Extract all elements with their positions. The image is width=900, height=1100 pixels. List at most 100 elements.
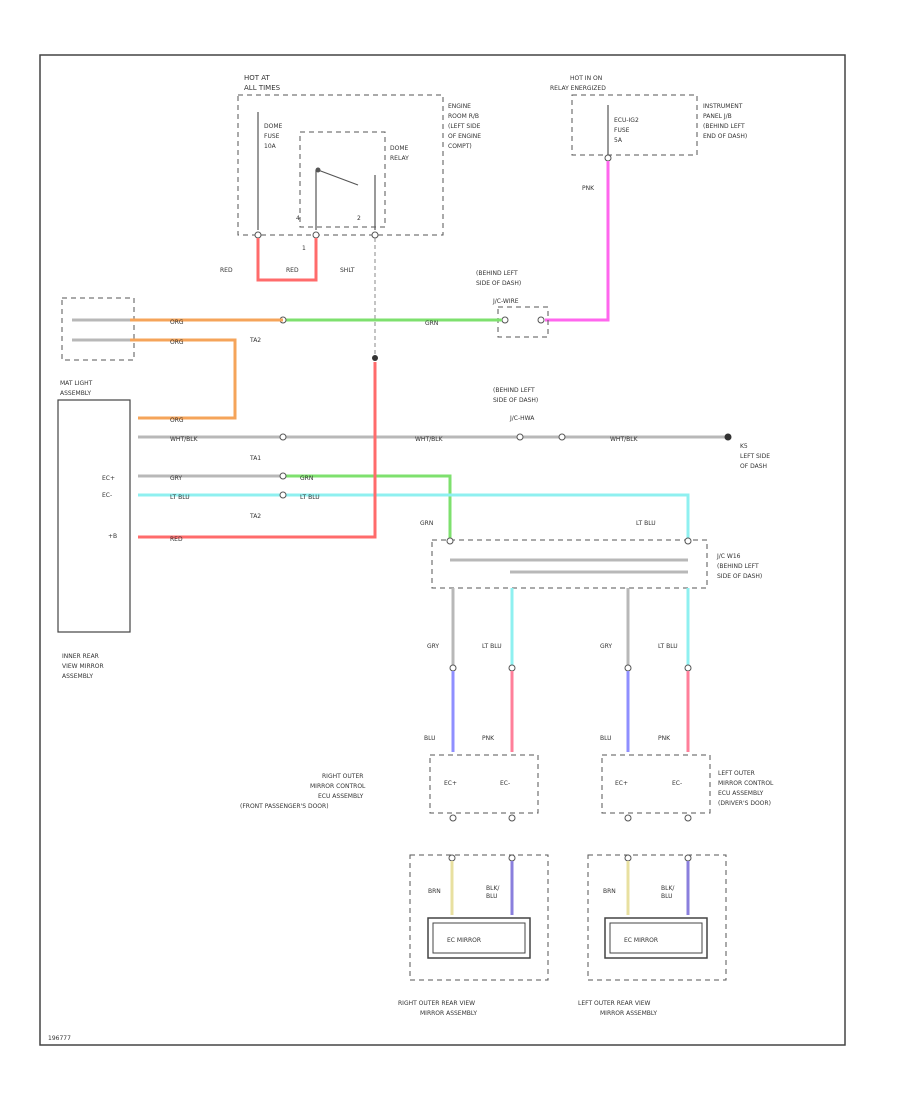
ta1-tag-top: TA1 — [249, 455, 261, 462]
red-wire-label-1: RED — [220, 267, 233, 274]
right-ec-mirror-inner — [432, 922, 526, 954]
ltblu-wire-label-4: LT BLU — [482, 643, 502, 650]
gry-wire-label-3: GRY — [600, 643, 612, 650]
whtblk-conn-3 — [558, 433, 566, 441]
jc-wire-pin-b — [537, 316, 545, 324]
ecu-minus-label: EC- — [102, 492, 112, 499]
behind-left-label-4: SIDE OF DASH) — [493, 397, 538, 404]
junction-label-1: J/C-WIRE — [492, 298, 519, 305]
jc-w16-box — [431, 539, 708, 589]
orange-wire-label-2: ORG — [170, 339, 184, 346]
right-ec-mirror-label: EC MIRROR — [447, 937, 481, 944]
shield-splice — [372, 355, 378, 361]
instrument-panel-jb-box — [571, 94, 698, 156]
behind-left-label-3: (BEHIND LEFT — [493, 387, 535, 394]
green-wire-label-3: GRN — [420, 520, 433, 527]
jc-wire-pin-a — [501, 316, 509, 324]
whtblk-conn-2 — [516, 433, 524, 441]
ec-plus-conn — [279, 472, 287, 480]
drop-conn-2 — [508, 664, 516, 672]
eng-conn-3 — [371, 231, 379, 239]
dome-relay-label-1: DOME — [390, 145, 409, 152]
right-ec-mirror-outer — [427, 917, 531, 959]
ground-id-label: K5 — [740, 443, 748, 450]
right-mirror-box — [409, 854, 549, 981]
relay-contact-dot — [315, 167, 321, 173]
inner-mirror-box — [57, 399, 131, 633]
eng-conn-1 — [254, 231, 262, 239]
pnk-wire-label-2: PNK — [658, 735, 671, 742]
left-mirror-label-1: LEFT OUTER REAR VIEW — [578, 1000, 651, 1007]
ltblu-wire-label-5: LT BLU — [658, 643, 678, 650]
mat-light-label-2: ASSEMBLY — [60, 390, 91, 397]
relay-pin-2: 2 — [357, 215, 361, 222]
left-ecu-label-3: ECU ASSEMBLY — [718, 790, 764, 797]
ip-jb-label-3: (BEHIND LEFT — [703, 123, 745, 130]
blu-wire-label-2: BLU — [600, 735, 612, 742]
behind-left-label-2: SIDE OF DASH) — [476, 280, 521, 287]
right-ecu-label-1: RIGHT OUTER — [322, 773, 363, 780]
ground-loc-label-2: OF DASH — [740, 463, 767, 470]
mat-light-label-1: MAT LIGHT — [60, 380, 93, 387]
engine-room-rb-box — [237, 94, 444, 236]
ig-label: +B — [108, 533, 117, 540]
ecu-plus-label: EC+ — [102, 475, 115, 482]
right-ecu-ec-plus: EC+ — [444, 780, 457, 787]
orange-wire-2 — [130, 338, 237, 420]
gry-wire-label-1: GRY — [170, 475, 182, 482]
shield-wire-label: SHLT — [340, 267, 355, 274]
inner-mirror-label-1: INNER REAR — [62, 653, 99, 660]
inner-mirror-label-3: ASSEMBLY — [62, 673, 93, 680]
left-ec-mirror-label: EC MIRROR — [624, 937, 658, 944]
junction-label-2: J/C-HWA — [509, 415, 535, 422]
ground-point — [724, 433, 732, 441]
hot-ig-label: HOT IN ON — [570, 75, 602, 82]
orange-wire-label-1: ORG — [170, 319, 184, 326]
ip-jb-conn — [604, 154, 612, 162]
whtblk-conn-1 — [279, 433, 287, 441]
drop-conn-1 — [449, 664, 457, 672]
engine-room-label-3: (LEFT SIDE — [448, 123, 481, 130]
behind-left-label-1: (BEHIND LEFT — [476, 270, 518, 277]
dome-fuse-label: DOME — [264, 123, 283, 130]
right-ecu-ec-minus: EC- — [500, 780, 510, 787]
red-wire-label-2: RED — [286, 267, 299, 274]
ec-minus-conn — [279, 491, 287, 499]
ltblu-wire-label-2: LT BLU — [300, 494, 320, 501]
left-blkblu-label: BLK/ — [661, 885, 675, 892]
left-ecu-label-1: LEFT OUTER — [718, 770, 755, 777]
left-ecu-label-2: MIRROR CONTROL — [718, 780, 774, 787]
green-wire-ec-plus — [286, 474, 452, 538]
relay-pin-1: 1 — [302, 245, 306, 252]
ltblu-wire-ec-minus — [138, 493, 690, 538]
ecu-ig2-label: ECU-IG2 — [614, 117, 639, 124]
gry-wire-label-2: GRY — [427, 643, 439, 650]
jc-w16-top-left — [446, 537, 454, 545]
engine-room-label-4: OF ENGINE — [448, 133, 481, 140]
drop-conn-3 — [624, 664, 632, 672]
right-ecu-box — [429, 754, 539, 814]
green-wire-label-1: GRN — [425, 320, 438, 327]
ecu-ig2-amp: 5A — [614, 137, 623, 144]
red-ig-wire — [138, 362, 377, 539]
engine-room-label-1: ENGINE — [448, 103, 471, 110]
right-ecu-label-4: (FRONT PASSENGER'S DOOR) — [240, 803, 329, 810]
drop-conn-4 — [684, 664, 692, 672]
relay-energized-label: RELAY ENERGIZED — [550, 85, 606, 92]
ltblu-wire-label-1: LT BLU — [170, 494, 190, 501]
left-mirror-label-2: MIRROR ASSEMBLY — [600, 1010, 657, 1017]
right-blkblu-label: BLK/ — [486, 885, 500, 892]
left-ec-mirror-inner — [609, 922, 703, 954]
jc-wire-box — [497, 306, 549, 338]
left-ecu-ec-plus: EC+ — [615, 780, 628, 787]
engine-room-label-2: ROOM R/B — [448, 113, 479, 120]
orange-wire-label-3: ORG — [170, 417, 184, 424]
right-mirror-label-1: RIGHT OUTER REAR VIEW — [398, 1000, 475, 1007]
dome-fuse-word: FUSE — [264, 133, 280, 140]
red-wire-label-3: RED — [170, 536, 183, 543]
left-mirror-box — [587, 854, 727, 981]
left-ecu-ec-minus: EC- — [672, 780, 682, 787]
pnk-wire-label-1: PNK — [482, 735, 495, 742]
ground-loc-label-1: LEFT SIDE — [740, 453, 770, 460]
